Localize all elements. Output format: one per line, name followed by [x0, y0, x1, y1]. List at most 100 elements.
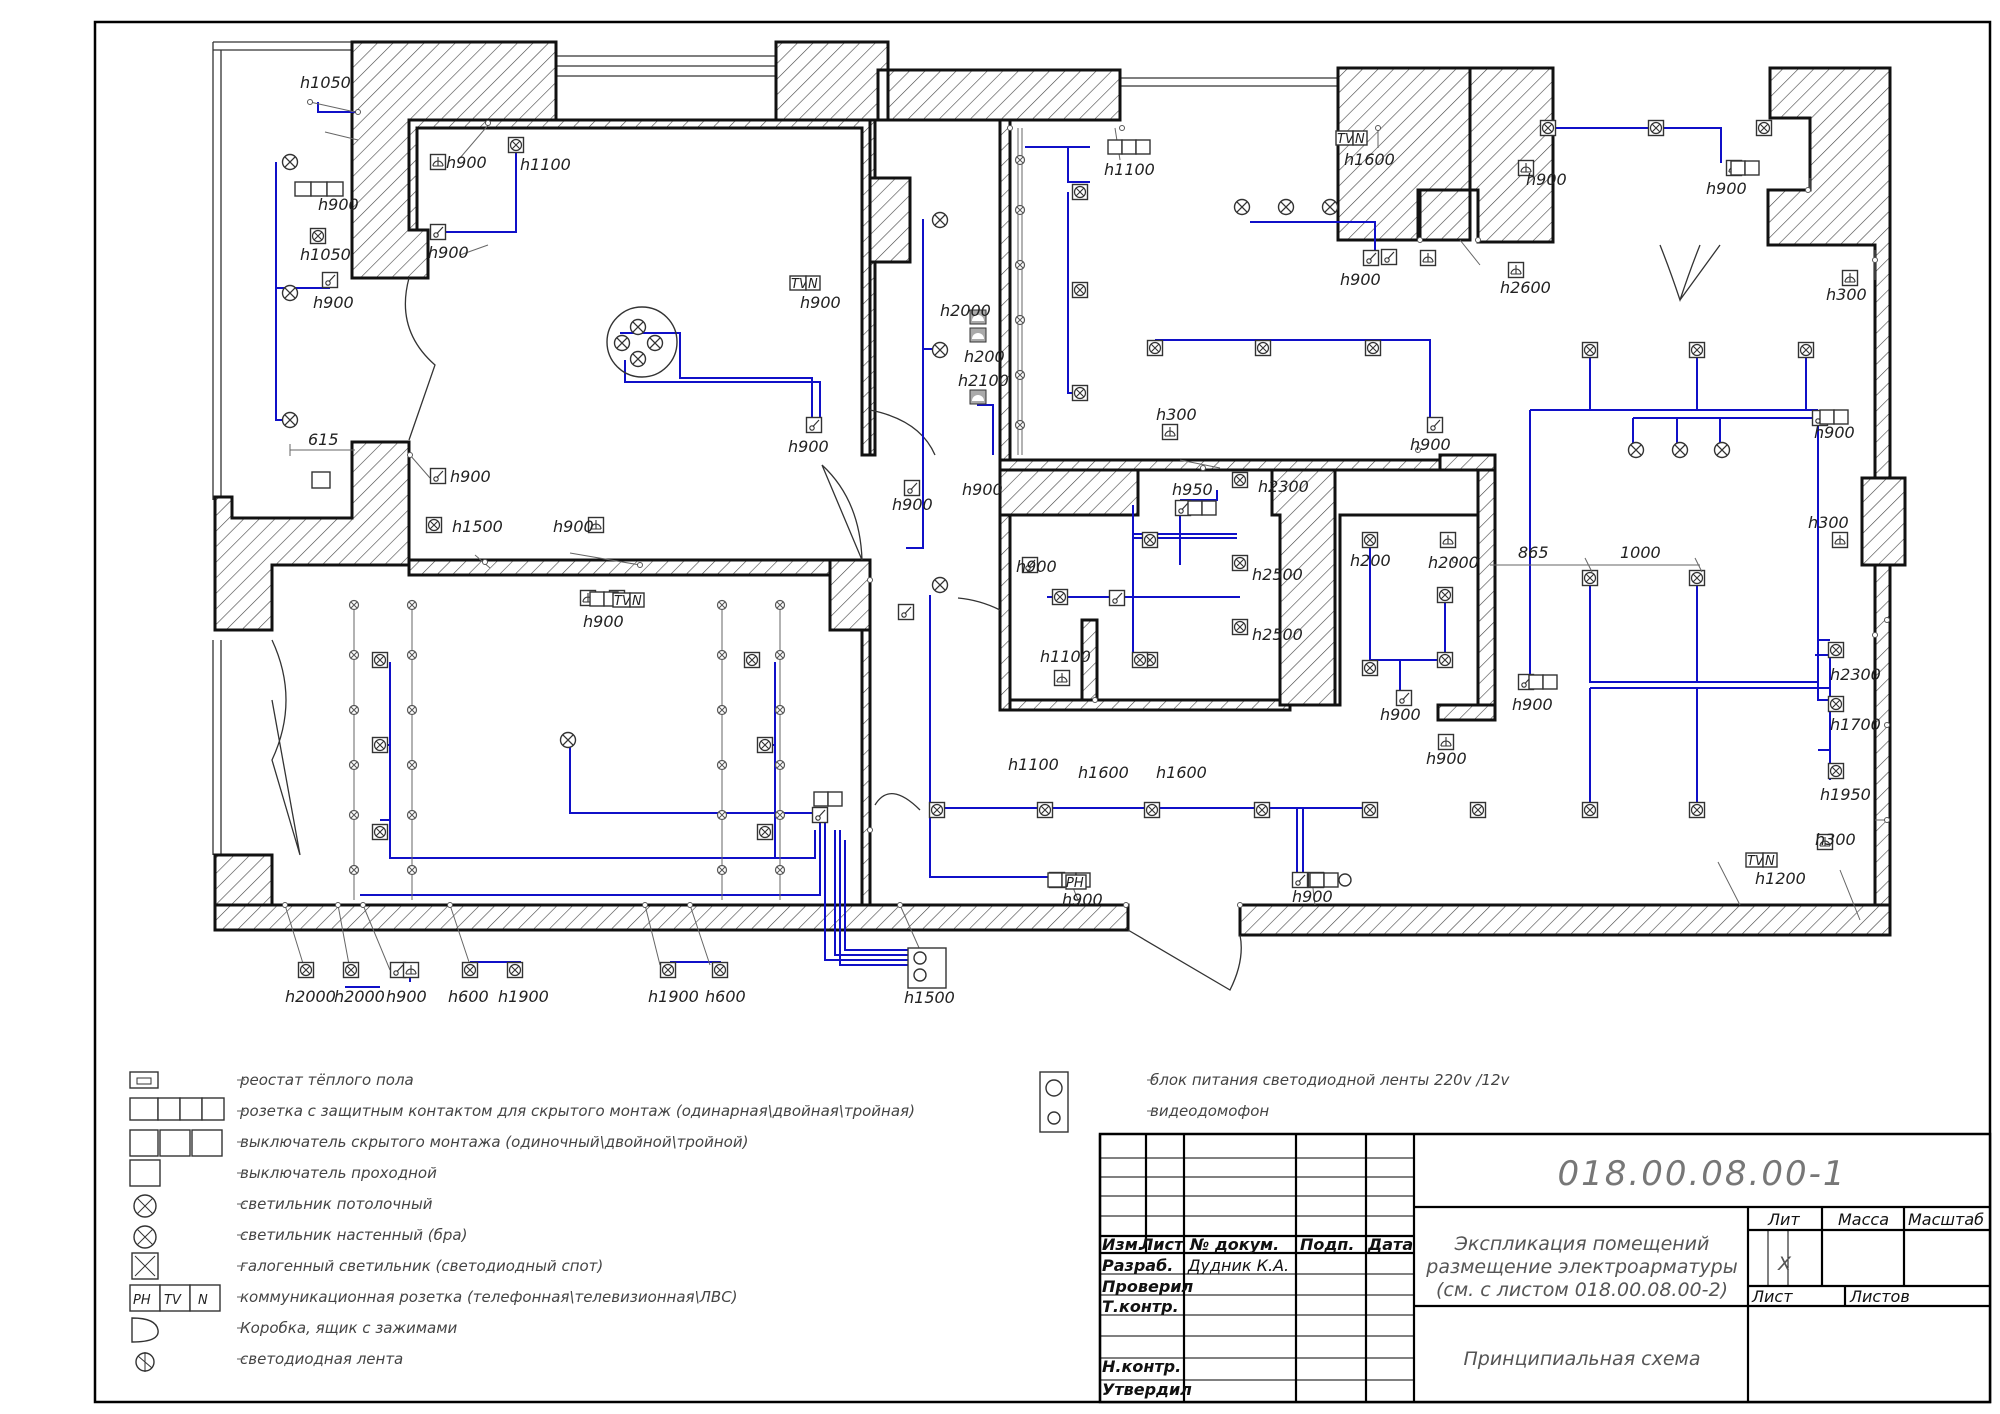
tb-massa: Масса — [1838, 1210, 1889, 1229]
height-label: h900 — [1526, 170, 1567, 189]
legend-led-psu: блок питания светодиодной ленты 220v /12… — [1150, 1071, 1510, 1089]
height-label: h1100 — [1008, 755, 1059, 774]
height-label: h2000 — [285, 987, 336, 1006]
switches — [321, 223, 1829, 979]
tb-proveril: Проверил — [1102, 1277, 1193, 1296]
height-label: h900 — [1426, 749, 1467, 768]
legend-tv: TV — [164, 1293, 182, 1308]
wiring — [275, 102, 1831, 988]
tb-sheet: Лист — [1751, 1287, 1793, 1306]
tv-label: TV — [791, 277, 809, 292]
height-label: h900 — [962, 480, 1003, 499]
tb-desc-2: размещение электроарматуры — [1425, 1256, 1737, 1278]
tb-date: Дата — [1367, 1235, 1413, 1254]
height-label: h1700 — [1830, 715, 1881, 734]
height-label: h900 — [1410, 435, 1451, 454]
legend-junction-box: Коробка, ящик с зажимами — [240, 1319, 458, 1337]
height-label: h900 — [428, 243, 469, 262]
legend-comm-socket: коммуникационная розетка (телефонная\тел… — [240, 1288, 738, 1306]
door-swings — [271, 244, 1721, 991]
height-label: h1100 — [1104, 160, 1155, 179]
legend-socket: розетка с защитным контактом для скрытог… — [239, 1102, 915, 1120]
height-label: h1950 — [1820, 785, 1871, 804]
height-label: h300 — [1156, 405, 1197, 424]
legend-pass-switch: выключатель проходной — [240, 1164, 437, 1182]
legend: PH TV N реостат тёплого пола розетка с з… — [129, 1071, 1510, 1372]
drawing-frame — [93, 20, 1992, 1404]
tb-izm: Изм. — [1102, 1235, 1144, 1254]
height-label: h900 — [1512, 695, 1553, 714]
height-label: h900 — [553, 517, 594, 536]
height-label: h900 — [583, 612, 624, 631]
wall-sconces — [311, 309, 987, 489]
title-block: Изм. Лист № докум. Подп. Дата Разраб. Ду… — [1098, 1132, 1992, 1404]
height-label: h1100 — [1040, 647, 1091, 666]
legend-rheostat: реостат тёплого пола — [239, 1071, 414, 1089]
height-label: h2100 — [958, 371, 1009, 390]
tb-desc-3: (см. с листом 018.00.08.00-2) — [1436, 1279, 1728, 1301]
height-label: h900 — [1706, 179, 1747, 198]
height-label: h900 — [313, 293, 354, 312]
tb-desc-1: Экспликация помещений — [1454, 1233, 1710, 1255]
height-label: h900 — [892, 495, 933, 514]
height-label: h1900 — [648, 987, 699, 1006]
height-label: h2000 — [1428, 553, 1479, 572]
height-label: h200 — [1350, 551, 1391, 570]
tv-label: TV — [1337, 132, 1355, 147]
tb-list: Лист — [1139, 1235, 1185, 1254]
height-label: h600 — [448, 987, 489, 1006]
dim-865: 865 — [1518, 543, 1549, 562]
dimension-lines: 615 865 1000 — [289, 430, 1703, 573]
ph-label: PH — [1066, 876, 1084, 891]
height-label: h2300 — [1258, 477, 1309, 496]
height-label: h1500 — [452, 517, 503, 536]
tv-label: TV — [614, 594, 632, 609]
height-label: h900 — [450, 467, 491, 486]
height-label: h1600 — [1078, 763, 1129, 782]
tb-lit: Лит — [1767, 1210, 1800, 1229]
legend-switch: выключатель скрытого монтажа (одиночный\… — [240, 1133, 748, 1151]
height-label: h950 — [1172, 480, 1213, 499]
height-label: h900 — [788, 437, 829, 456]
height-label: h1500 — [904, 988, 955, 1007]
legend-ceiling-lamp: светильник потолочный — [240, 1195, 433, 1213]
halogen-spots — [297, 119, 1845, 979]
height-label: h2500 — [1252, 625, 1303, 644]
height-label: h900 — [1292, 887, 1333, 906]
tb-doc-code: 018.00.08.00-1 — [1557, 1154, 1846, 1194]
height-label: h300 — [1826, 285, 1867, 304]
height-label: h2300 — [1830, 665, 1881, 684]
tv-label: TV — [1747, 854, 1765, 869]
tb-nkontr: Н.контр. — [1102, 1357, 1181, 1376]
height-label: h900 — [800, 293, 841, 312]
legend-ph: PH — [133, 1293, 151, 1308]
grey-leaders — [284, 101, 1890, 971]
n-label: N — [1355, 132, 1365, 147]
n-label: N — [808, 277, 818, 292]
led-power-supply — [907, 947, 947, 989]
height-label: h2000 — [334, 987, 385, 1006]
height-label: h600 — [705, 987, 746, 1006]
tb-author: Дудник К.А. — [1187, 1256, 1289, 1275]
height-label: h1100 — [520, 155, 571, 174]
tb-tkontr: Т.контр. — [1102, 1297, 1179, 1316]
height-label: h900 — [1016, 557, 1057, 576]
n-label: N — [1765, 854, 1775, 869]
height-label: h1050 — [300, 73, 351, 92]
height-label: h900 — [1340, 270, 1381, 289]
multi-socket-blocks — [294, 139, 1849, 888]
height-labels: h1050 h1050 h900 h900 h1100 h900 h900 h9… — [285, 73, 1881, 1007]
height-label: h900 — [1814, 423, 1855, 442]
legend-wall-lamp: светильник настенный (бра) — [240, 1226, 467, 1244]
tb-scheme-title: Принципиальная схема — [1463, 1348, 1700, 1370]
chandelier — [606, 306, 678, 378]
height-label: h2600 — [1500, 278, 1551, 297]
tb-utverdil: Утвердил — [1102, 1380, 1192, 1399]
legend-n: N — [198, 1293, 208, 1308]
dim-615: 615 — [308, 430, 339, 449]
height-label: h1050 — [300, 245, 351, 264]
n-label: N — [632, 594, 642, 609]
height-label: h1200 — [1755, 869, 1806, 888]
tb-lit-value: X — [1777, 1253, 1792, 1275]
height-label: h1600 — [1344, 150, 1395, 169]
